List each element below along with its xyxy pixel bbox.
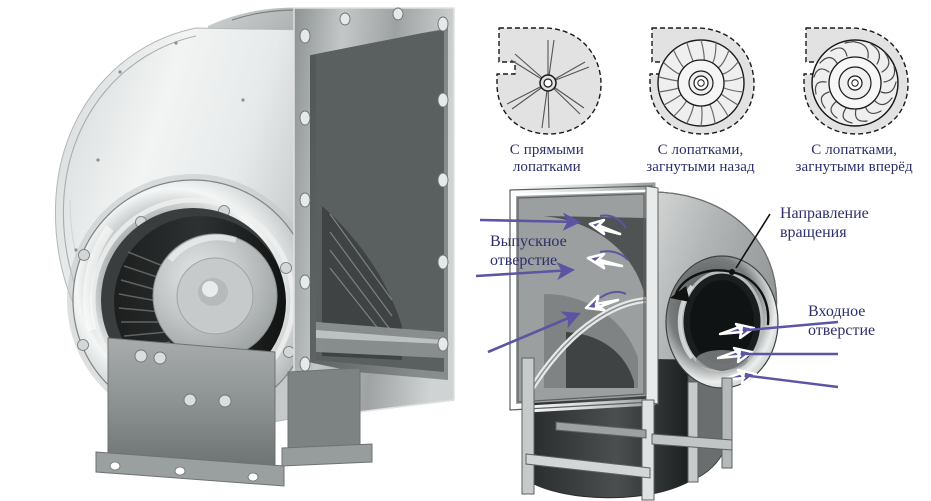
impeller-type-caption: С лопатками, загнутыми назад [646,142,755,176]
callout-rotation-direction-label: Направление вращения [780,204,869,242]
centrifugal-fan-photograph [54,7,455,487]
straight-blade-impeller-icon [496,27,602,135]
inlet-opening [665,255,779,389]
impeller-type-row: С прямыми лопатками [470,22,931,182]
fan-cutaway-diagram: Выпускное отверстие Направление вращения… [470,182,931,501]
rotation-direction-arrow [670,269,770,326]
caption-line-2: загнутыми вперёд [795,159,913,175]
support-frame [521,357,733,501]
inlet-flow-arrows [716,322,758,386]
rotation-label-leader [735,213,771,269]
mounting-feet [95,337,373,487]
forward-curved-impeller-icon [803,27,909,135]
cutaway-svg [475,182,839,501]
internal-flow-arrows [584,214,629,312]
outlet-flow-arrows [475,212,582,354]
callout-inlet-line-1: Входное [808,303,866,320]
callout-outlet-line-2: отверстие [490,252,558,269]
fan-photo-svg [54,7,455,487]
impeller-type-straight-blades: С прямыми лопатками [472,22,622,176]
caption-line-1: С лопатками, [657,142,744,158]
impeller-type-forward-curved: С лопатками, загнутыми вперёд [779,22,929,176]
impeller-type-caption: С прямыми лопатками [510,142,584,176]
callout-inlet-label: Входное отверстие [808,302,875,340]
impeller-type-caption: С лопатками, загнутыми вперёд [795,142,912,176]
caption-line-2: лопатками [512,159,581,175]
callout-rotation-line-2: вращения [780,224,847,241]
caption-line-1: С прямыми [509,142,584,158]
backward-curved-impeller-icon [649,27,756,135]
callout-inlet-line-2: отверстие [808,322,876,339]
callout-rotation-line-1: Направление [780,205,869,222]
impeller-type-backward-curved: С лопатками, загнутыми назад [625,22,775,176]
inlet-flange-bolts [77,205,295,417]
outlet-flange [293,7,455,421]
inlet-flow-arrow-tails [746,320,839,389]
caption-line-1: С лопатками, [811,142,898,158]
outlet-opening-box [506,182,659,414]
callout-outlet-label: Выпускное отверстие [490,232,567,270]
fan-diagrams-panel: С прямыми лопатками [470,0,931,501]
caption-line-2: загнутыми назад [646,159,755,175]
callout-outlet-line-1: Выпускное [490,233,567,250]
